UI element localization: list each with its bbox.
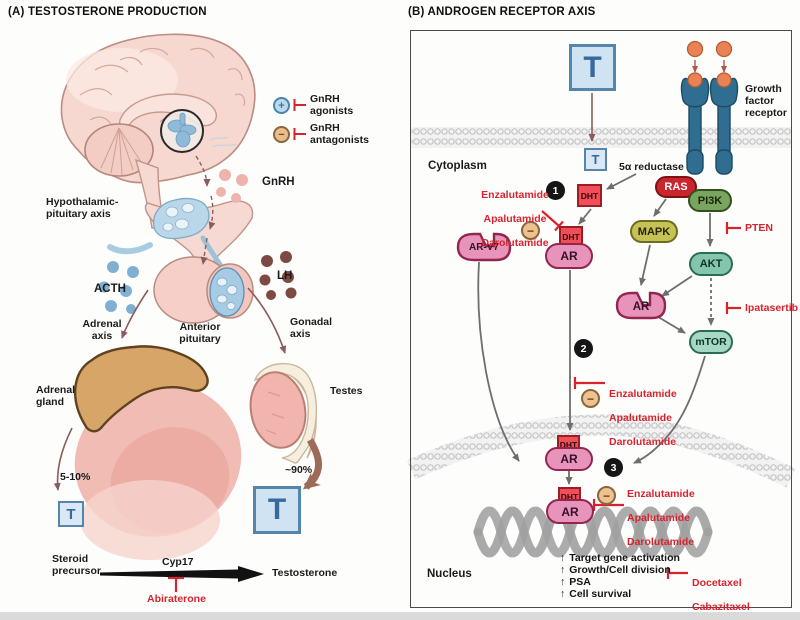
drug-name: Enzalutamide — [609, 388, 677, 401]
legend-inhibit-bars — [293, 99, 306, 140]
pituitary-zoom-blob — [167, 112, 197, 148]
5a-reductase-label: 5α reductase — [619, 161, 684, 173]
abiraterone-label: Abiraterone — [147, 593, 206, 605]
adrenal-axis-label: Adrenal axis — [82, 318, 122, 343]
outcome-row: ↑PSA — [560, 575, 591, 588]
up-arrow-icon: ↑ — [560, 563, 566, 576]
minus-icon-1: − — [521, 221, 540, 240]
drug-name: Enzalutamide — [481, 189, 549, 202]
gnrh-agonist-plus-icon: + — [273, 97, 290, 114]
artist-signature — [209, 136, 237, 148]
ras-node: RAS — [655, 176, 697, 198]
drug-name: Docetaxel — [692, 577, 742, 590]
dht-free-box: DHT — [577, 184, 602, 207]
ar-antagonists-block-2: Enzalutamide Apalutamide Darolutamide — [609, 376, 689, 460]
gnrh-dots — [216, 169, 248, 203]
mtor-node: mTOR — [689, 330, 733, 354]
ar-v7-label: AR-V7 — [468, 242, 499, 253]
acth-dots — [98, 261, 139, 314]
pten-label: PTEN — [745, 222, 774, 234]
step-2-badge: 2 — [574, 339, 593, 358]
testosterone-box-large-a: T — [253, 486, 301, 534]
step-3-badge: 3 — [604, 458, 623, 477]
panel-b-title: (B) ANDROGEN RECEPTOR AXIS — [408, 6, 596, 18]
acth-label: ACTH — [94, 283, 126, 295]
ar-signaling-label: AR — [632, 301, 650, 313]
drug-name: Apalutamide — [609, 412, 673, 425]
ipatasertib-label: Ipatasertib — [745, 302, 799, 314]
cyp17-reaction-arrow — [100, 566, 264, 592]
dna-helix — [473, 506, 713, 558]
signaling-arrows — [477, 173, 715, 485]
up-arrow-icon: ↑ — [560, 587, 566, 600]
drug-name: Apalutamide — [483, 213, 547, 226]
brain-illustration — [60, 33, 256, 229]
gonadal-axis-label: Gonadal axis — [290, 316, 333, 341]
adrenal-percent-label: 5-10% — [60, 471, 91, 483]
drug-name: Darolutamide — [609, 436, 677, 449]
drug-name: Apalutamide — [627, 512, 691, 525]
testis-illustration — [249, 362, 322, 490]
steroid-precursor-label: Steroid precursor — [52, 553, 102, 578]
outcome-row: ↑Target gene activation — [560, 552, 680, 564]
growth-factor-receptor-label: Growth factor receptor — [745, 83, 788, 120]
drug-name: Enzalutamide — [627, 488, 695, 501]
gnrh-antagonists-label: GnRH antagonists — [310, 122, 369, 147]
growth-factor-receptors — [680, 40, 739, 175]
testosterone-box-small-a: T — [58, 501, 84, 527]
up-arrow-icon: ↑ — [560, 575, 566, 588]
adrenal-gland-label: Adrenal gland — [36, 384, 76, 409]
hpa-axis-label: Hypothalamic-pituitary axis — [46, 196, 119, 221]
testes-percent-label: ~90% — [285, 464, 313, 476]
testosterone-box-small-b: T — [584, 148, 607, 171]
testosterone-box-large-b: T — [569, 44, 616, 91]
ar-v7-shape — [456, 232, 512, 262]
drug-name: Darolutamide — [627, 536, 695, 549]
ar-antagonists-block-1: Enzalutamide Apalutamide Darolutamide — [477, 177, 553, 261]
pituitary-illustration — [107, 155, 254, 324]
gnrh-agonists-label: GnRH agonists — [310, 93, 354, 118]
anterior-pituitary-label: Anterior pituitary — [179, 321, 221, 346]
outcome-row: ↑Cell survival — [560, 587, 632, 600]
lh-dots — [259, 251, 297, 300]
nuclear-membrane — [406, 414, 796, 488]
lh-label: LH — [277, 270, 293, 282]
cytoplasm-label: Cytoplasm — [428, 160, 487, 172]
axis-arrows — [53, 287, 287, 491]
inhibition-bars — [541, 210, 741, 579]
up-arrow-icon: ↑ — [560, 552, 566, 564]
bottom-strip — [0, 612, 800, 620]
testosterone-product-label: Testosterone — [272, 567, 338, 579]
adrenal-gland-illustration — [73, 345, 242, 560]
ar-complex1: AR — [545, 243, 593, 269]
ar-complex3: AR — [546, 499, 594, 524]
ar-signaling-shape — [615, 291, 667, 320]
growth-factor-ligands — [686, 40, 733, 88]
akt-node: AKT — [689, 252, 733, 276]
drug-name: Cabazitaxel — [692, 601, 750, 614]
ar-complex2: AR — [545, 447, 593, 471]
mapk-node: MAPK — [630, 220, 678, 243]
taxanes-block: Docetaxel Cabazitaxel — [692, 565, 750, 620]
gnrh-label: GnRH — [262, 176, 295, 188]
minus-icon-3: − — [597, 486, 616, 505]
panel-b-frame — [410, 30, 792, 608]
pi3k-node: PI3K — [688, 189, 732, 212]
testes-label: Testes — [330, 385, 363, 397]
gnrh-antagonist-minus-icon: − — [273, 126, 290, 143]
outcomes-list: ↑Target gene activation ↑Growth/Cell div… — [560, 552, 680, 601]
step-1-badge: 1 — [546, 181, 565, 200]
ar-antagonists-block-3: Enzalutamide Apalutamide Darolutamide — [627, 476, 707, 560]
nucleus-label: Nucleus — [427, 568, 472, 580]
panel-a-title: (A) TESTOSTERONE PRODUCTION — [8, 6, 207, 18]
minus-icon-2: − — [581, 389, 600, 408]
outcome-row: ↑Growth/Cell division — [560, 563, 671, 576]
drug-name: Darolutamide — [481, 237, 549, 250]
cyp17-label: Cyp17 — [162, 556, 194, 568]
